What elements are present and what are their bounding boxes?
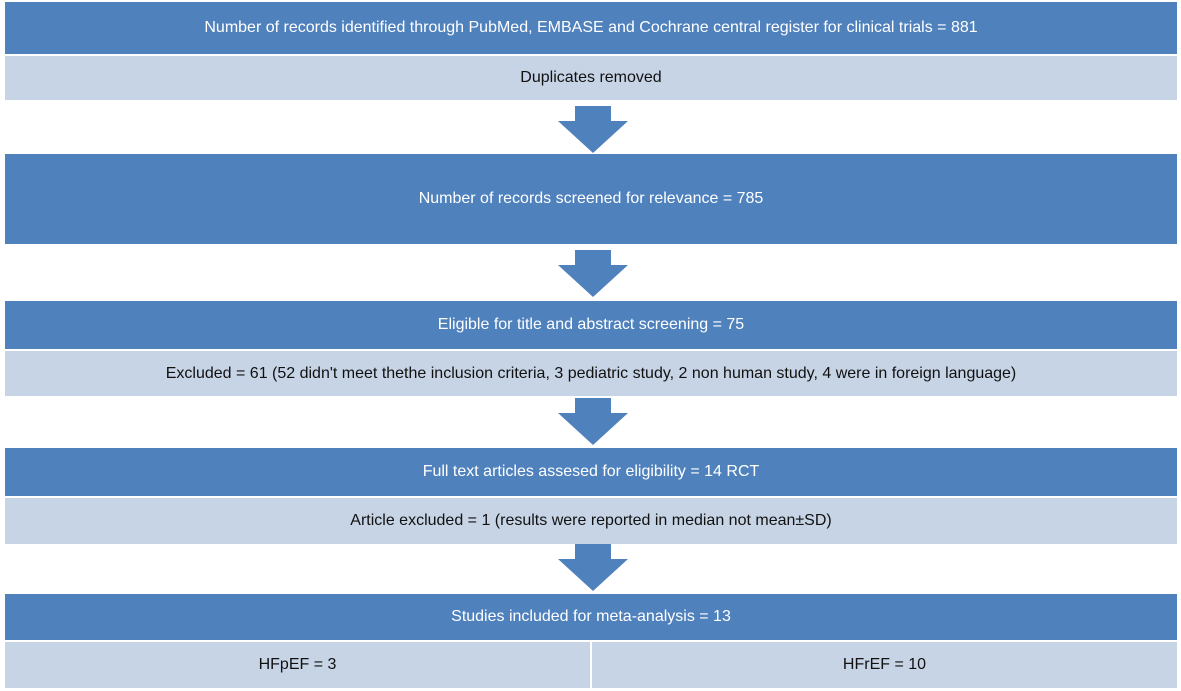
- full-text-label: Full text articles assesed for eligibili…: [422, 463, 760, 480]
- excluded-box: Excluded = 61 (52 didn't meet thethe inc…: [5, 351, 1177, 396]
- hfpef-box: HFpEF = 3: [5, 642, 590, 688]
- down-arrow-icon: [558, 106, 628, 153]
- article-excluded-box: Article excluded = 1 (results were repor…: [5, 498, 1177, 544]
- hfref-label: HFrEF = 10: [842, 656, 927, 673]
- duplicates-removed-label: Duplicates removed: [520, 69, 662, 86]
- full-text-box: Full text articles assesed for eligibili…: [5, 448, 1177, 496]
- eligible-label: Eligible for title and abstract screenin…: [437, 316, 745, 333]
- article-excluded-label: Article excluded = 1 (results were repor…: [350, 512, 832, 529]
- subgroup-row: HFpEF = 3 HFrEF = 10: [5, 642, 1177, 688]
- duplicates-removed-box: Duplicates removed: [5, 56, 1177, 100]
- down-arrow-icon: [558, 250, 628, 297]
- eligible-box: Eligible for title and abstract screenin…: [5, 301, 1177, 349]
- studies-included-box: Studies included for meta-analysis = 13: [5, 594, 1177, 640]
- records-identified-box: Number of records identified through Pub…: [5, 2, 1177, 54]
- records-screened-box: Number of records screened for relevance…: [5, 154, 1177, 244]
- down-arrow-icon: [558, 398, 628, 445]
- hfref-box: HFrEF = 10: [590, 642, 1177, 688]
- down-arrow-icon: [558, 544, 628, 591]
- studies-included-label: Studies included for meta-analysis = 13: [451, 608, 731, 625]
- records-screened-label: Number of records screened for relevance…: [418, 190, 764, 207]
- excluded-label: Excluded = 61 (52 didn't meet thethe inc…: [165, 364, 1017, 382]
- hfpef-label: HFpEF = 3: [258, 656, 337, 673]
- records-identified-label: Number of records identified through Pub…: [204, 19, 978, 36]
